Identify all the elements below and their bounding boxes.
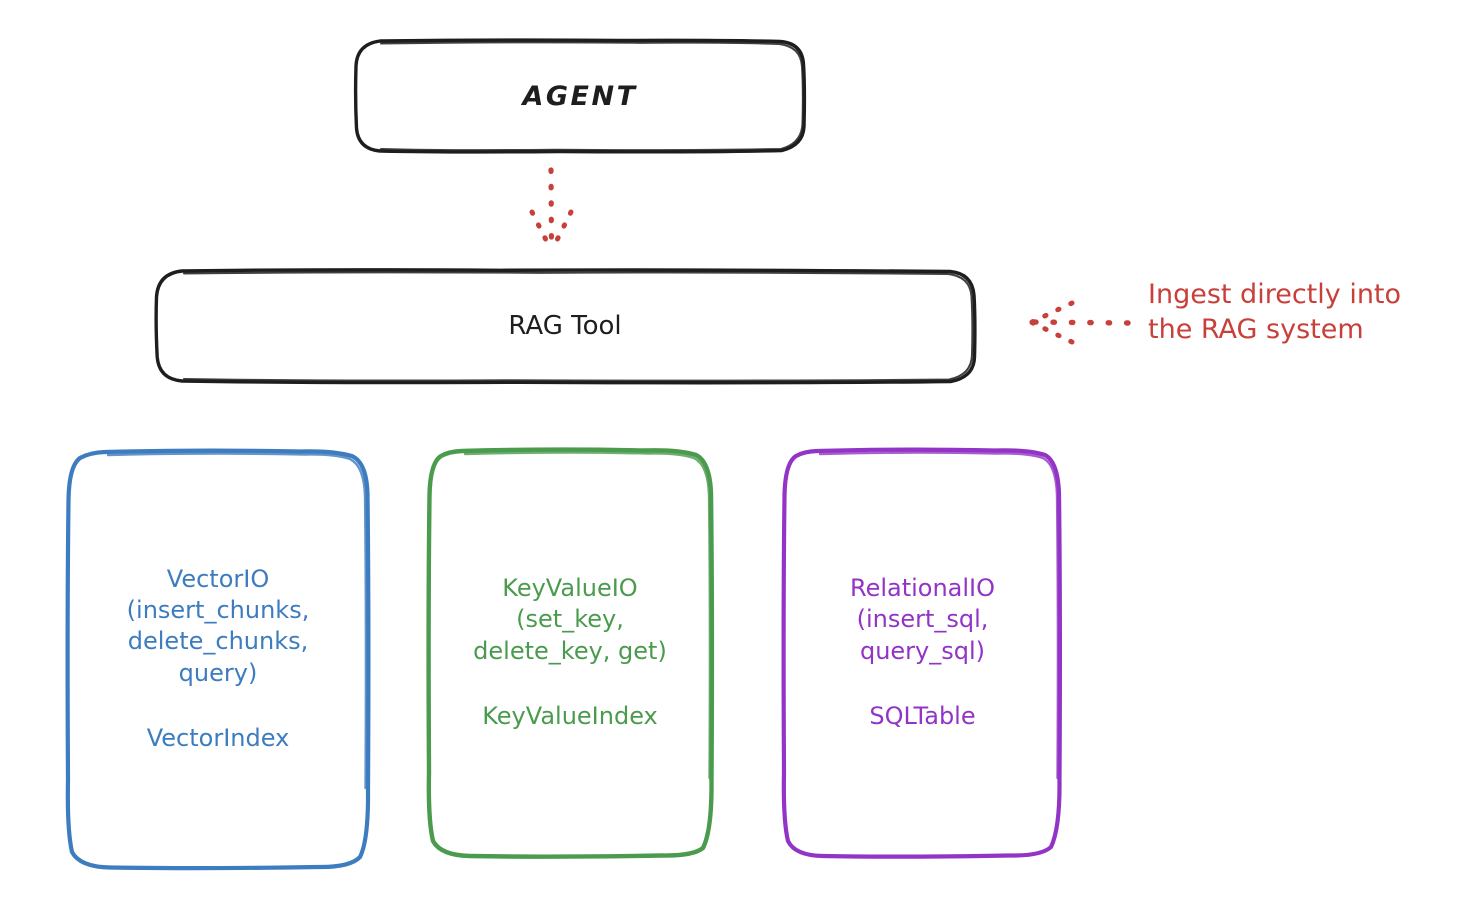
ingest-arrow-connector [1029,300,1131,345]
rag-tool-node-shape[interactable] [154,268,977,385]
vector-io-node-shape[interactable] [65,448,371,871]
agent-node-shape[interactable] [353,38,807,154]
agent-to-rag-connector [529,167,574,253]
key-value-io-node-shape[interactable] [426,447,715,859]
relational-io-node-shape[interactable] [781,447,1062,859]
